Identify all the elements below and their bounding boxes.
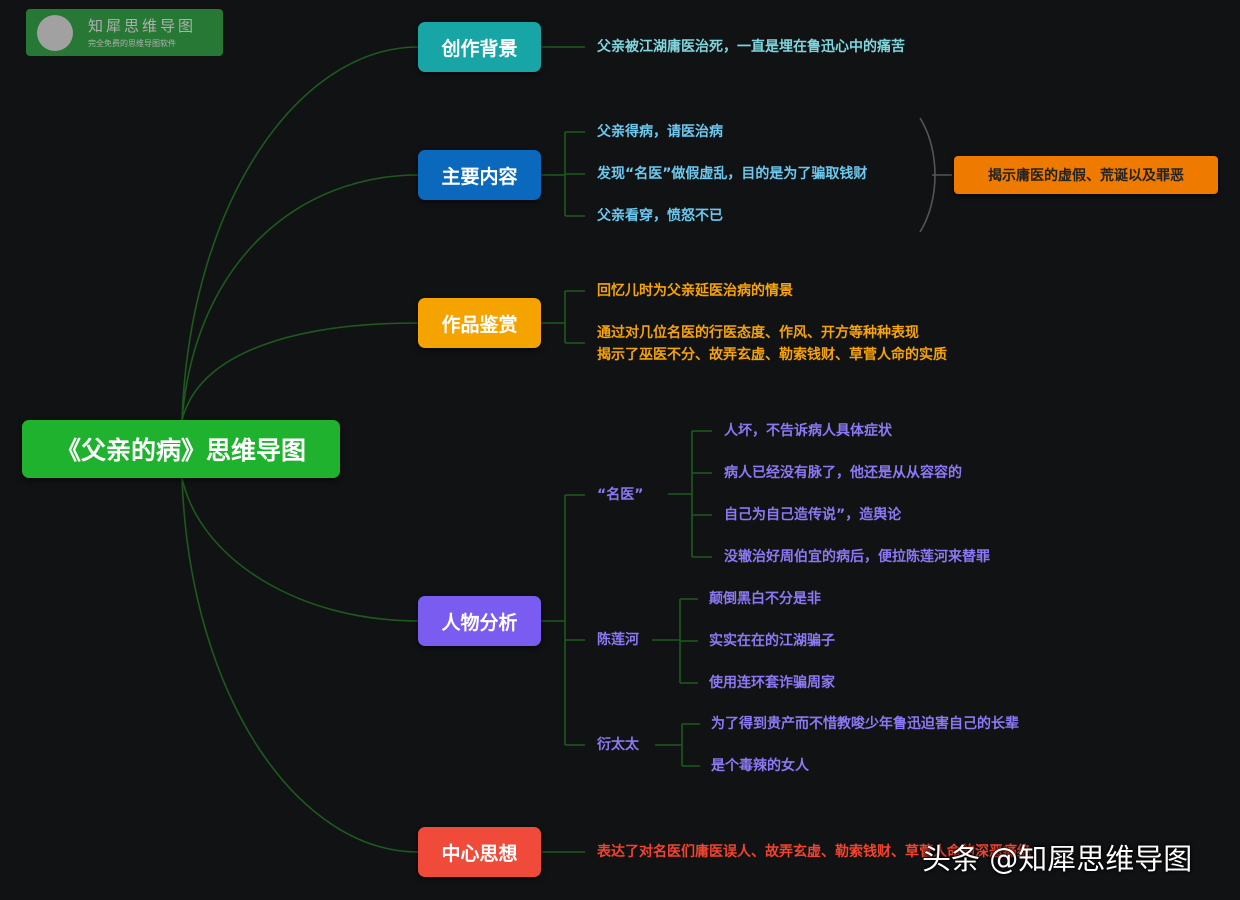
leaf[interactable]: 人坏，不告诉病人具体症状 [724,423,892,439]
logo-tagline: 完全免费的思维导图软件 [88,39,176,48]
watermark: 头条 @知犀思维导图 [922,842,1193,876]
leaf[interactable]: 实实在在的江湖骗子 [709,633,835,649]
root-node[interactable]: 《父亲的病》思维导图 [22,420,340,478]
leaf[interactable]: 使用连环套诈骗周家 [709,675,835,691]
leaf[interactable]: 通过对几位名医的行医态度、作风、开方等种种表现 [597,325,919,341]
leaf[interactable]: 为了得到贵产而不惜教唆少年鲁迅迫害自己的长辈 [711,716,1019,732]
logo-name: 知犀思维导图 [88,17,197,35]
leaf[interactable]: 父亲被江湖庸医治死，一直是埋在鲁迅心中的痛苦 [597,39,905,55]
leaf[interactable]: 是个毒辣的女人 [711,758,809,774]
logo-badge: 知犀思维导图 完全免费的思维导图软件 [26,9,223,56]
branch-main-content[interactable]: 主要内容 [418,150,541,200]
leaf[interactable]: 没辙治好周伯宜的病后，便拉陈莲河来替罪 [724,549,990,565]
group-famous-doctor[interactable]: “名医” [597,487,644,503]
leaf[interactable]: 父亲看穿，愤怒不已 [597,208,723,224]
leaf[interactable]: 表达了对名医们庸医误人、故弄玄虚、勒索钱财、草菅人命的深恶痛绝 [597,844,1031,860]
leaf[interactable]: 揭示了巫医不分、故弄玄虚、勒索钱财、草菅人命的实质 [597,347,947,363]
group-chen-lianhe[interactable]: 陈莲河 [597,632,639,648]
group-yan-taitai[interactable]: 衍太太 [597,737,639,753]
leaf[interactable]: 发现“名医”做假虚乱，目的是为了骗取钱财 [597,166,868,182]
leaf[interactable]: 颠倒黑白不分是非 [709,591,821,607]
leaf[interactable]: 回忆儿时为父亲延医治病的情景 [597,283,793,299]
leaf[interactable]: 父亲得病，请医治病 [597,124,723,140]
rhino-logo-icon [37,15,73,51]
branch-appreciation[interactable]: 作品鉴赏 [418,298,541,348]
branch-character-analysis[interactable]: 人物分析 [418,596,541,646]
branch-central-idea[interactable]: 中心思想 [418,827,541,877]
branch-creation-background[interactable]: 创作背景 [418,22,541,72]
summary-node[interactable]: 揭示庸医的虚假、荒诞以及罪恶 [954,156,1218,194]
leaf[interactable]: 自己为自己造传说”，造舆论 [724,507,902,523]
leaf[interactable]: 病人已经没有脉了，他还是从从容容的 [724,465,962,481]
